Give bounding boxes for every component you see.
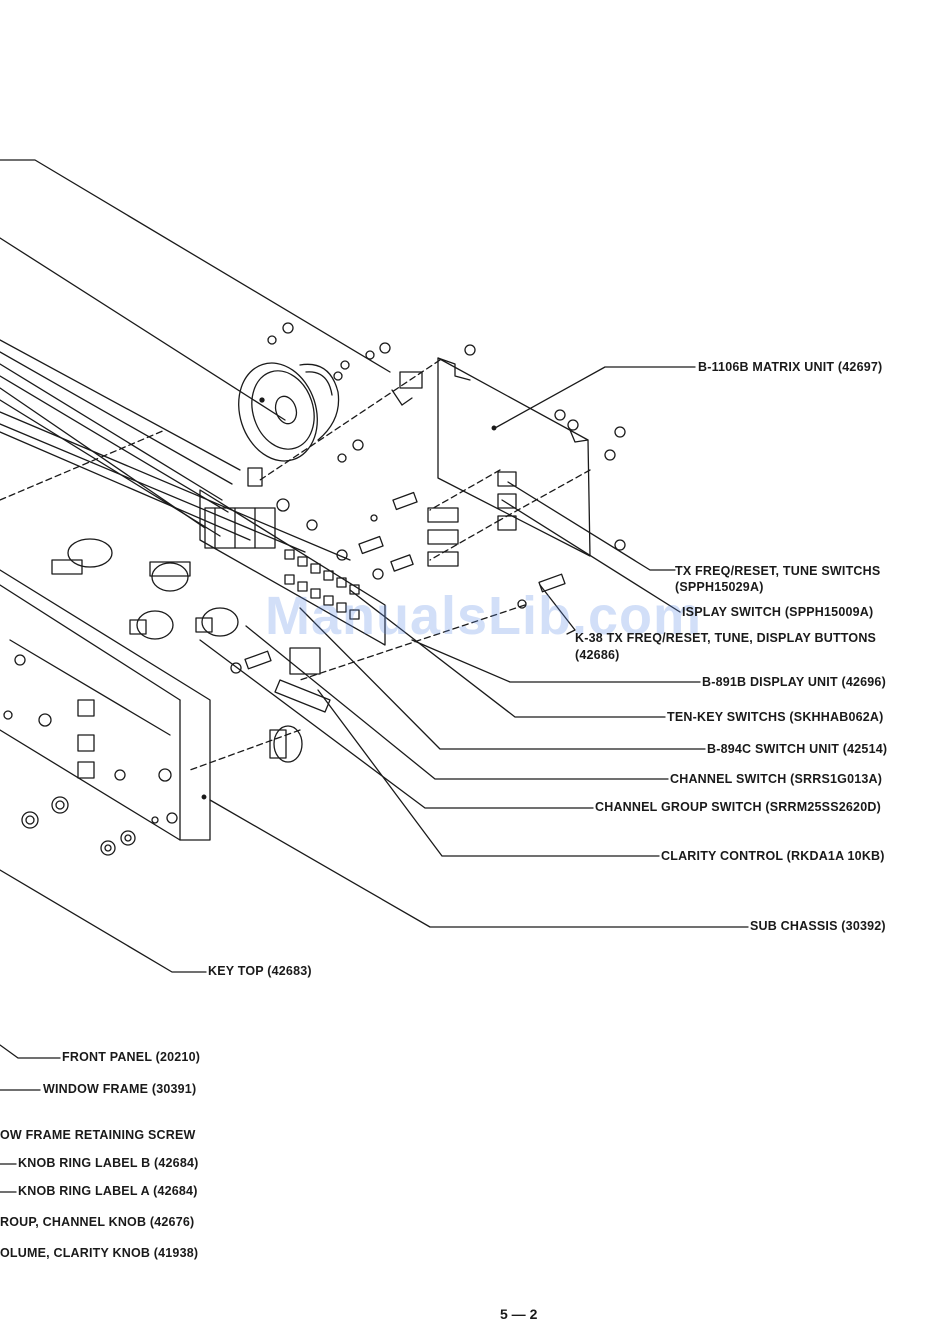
speaker — [238, 362, 340, 462]
jack-part — [391, 371, 423, 406]
label-knob-ring-label-b: KNOB RING LABEL B (42684) — [18, 1156, 199, 1170]
label-ten-key-switchs: TEN-KEY SWITCHS (SKHHAB062A) — [667, 710, 884, 724]
screws — [230, 322, 626, 674]
label-key-top: KEY TOP (42683) — [208, 964, 312, 978]
washers — [21, 796, 136, 856]
label-front-panel: FRONT PANEL (20210) — [62, 1050, 201, 1064]
label-b891b-display-unit: B-891B DISPLAY UNIT (42696) — [702, 675, 886, 689]
spacers — [244, 467, 566, 670]
label-channel-group-switch: CHANNEL GROUP SWITCH (SRRM25SS2620D) — [595, 800, 881, 814]
sub-chassis — [0, 569, 211, 841]
dashed-alignment-lines — [189, 359, 591, 771]
rotary-switches — [51, 538, 239, 640]
label-knob-ring-label-a: KNOB RING LABEL A (42684) — [18, 1184, 198, 1198]
label-window-frame: WINDOW FRAME (30391) — [43, 1082, 197, 1096]
watermark: ManualsLib.com — [265, 586, 703, 646]
label-k38-buttons-line2: (42686) — [575, 648, 620, 662]
switch-unit-board — [199, 489, 386, 646]
label-b1106b-matrix-unit: B-1106B MATRIX UNIT (42697) — [698, 360, 883, 374]
ten-key-switch-array — [284, 549, 360, 620]
right-leader-lines — [0, 366, 749, 1193]
label-sub-chassis: SUB CHASSIS (30392) — [750, 919, 886, 933]
label-tx-freq-switchs-line1: TX FREQ/RESET, TUNE SWITCHS — [675, 564, 881, 578]
page-number: 5 — 2 — [500, 1306, 538, 1322]
label-volume-clarity-knob: OLUME, CLARITY KNOB (41938) — [0, 1246, 199, 1260]
label-channel-switch: CHANNEL SWITCH (SRRS1G013A) — [670, 772, 883, 786]
label-b894c-switch-unit: B-894C SWITCH UNIT (42514) — [707, 742, 888, 756]
label-display-switch: ISPLAY SWITCH (SPPH15009A) — [682, 605, 874, 619]
clarity-control — [269, 647, 331, 763]
left-leader-lines — [0, 159, 391, 561]
label-group-channel-knob: ROUP, CHANNEL KNOB (42676) — [0, 1215, 195, 1229]
label-window-frame-retaining-screw: OW FRAME RETAINING SCREW — [0, 1128, 196, 1142]
label-tx-freq-switchs-line2: (SPPH15029A) — [675, 580, 764, 594]
label-k38-buttons-line1: K-38 TX FREQ/RESET, TUNE, DISPLAY BUTTON… — [575, 631, 877, 645]
label-clarity-control: CLARITY CONTROL (RKDA1A 10KB) — [661, 849, 885, 863]
